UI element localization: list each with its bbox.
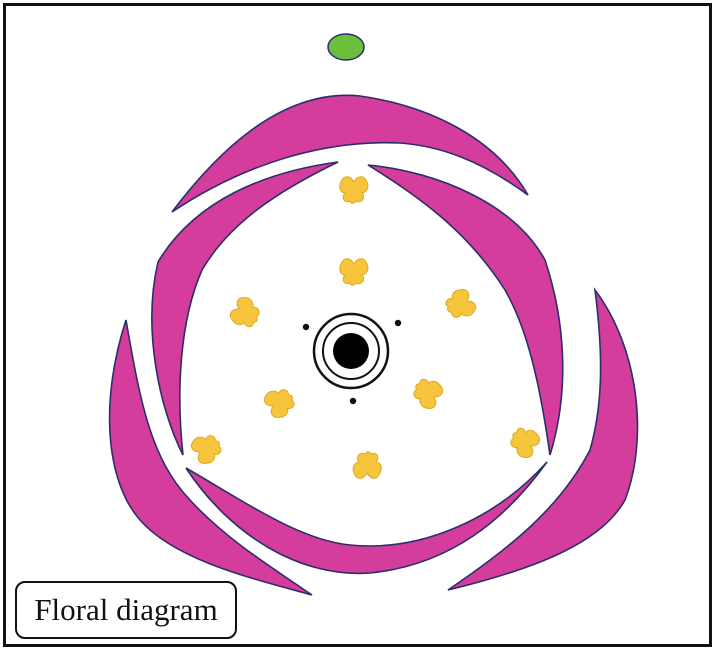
stamen-icon bbox=[353, 452, 381, 479]
stamen-icon bbox=[441, 286, 478, 324]
gynoecium bbox=[314, 314, 388, 388]
caption-label: Floral diagram bbox=[34, 592, 217, 628]
axis-dot bbox=[350, 398, 356, 404]
caption-box: Floral diagram bbox=[15, 581, 237, 639]
stamen-icon bbox=[227, 294, 264, 332]
axis-dot bbox=[395, 320, 401, 326]
axis-dot bbox=[303, 324, 309, 330]
ovary-center-icon bbox=[333, 333, 369, 369]
stamen-icon bbox=[189, 429, 226, 467]
stamen-icon bbox=[506, 423, 543, 461]
stamen-icon bbox=[340, 177, 368, 204]
stamen-icon bbox=[340, 259, 368, 286]
stamen-icon bbox=[409, 374, 446, 412]
stamen-icon bbox=[262, 383, 299, 421]
bract-icon bbox=[328, 34, 364, 60]
